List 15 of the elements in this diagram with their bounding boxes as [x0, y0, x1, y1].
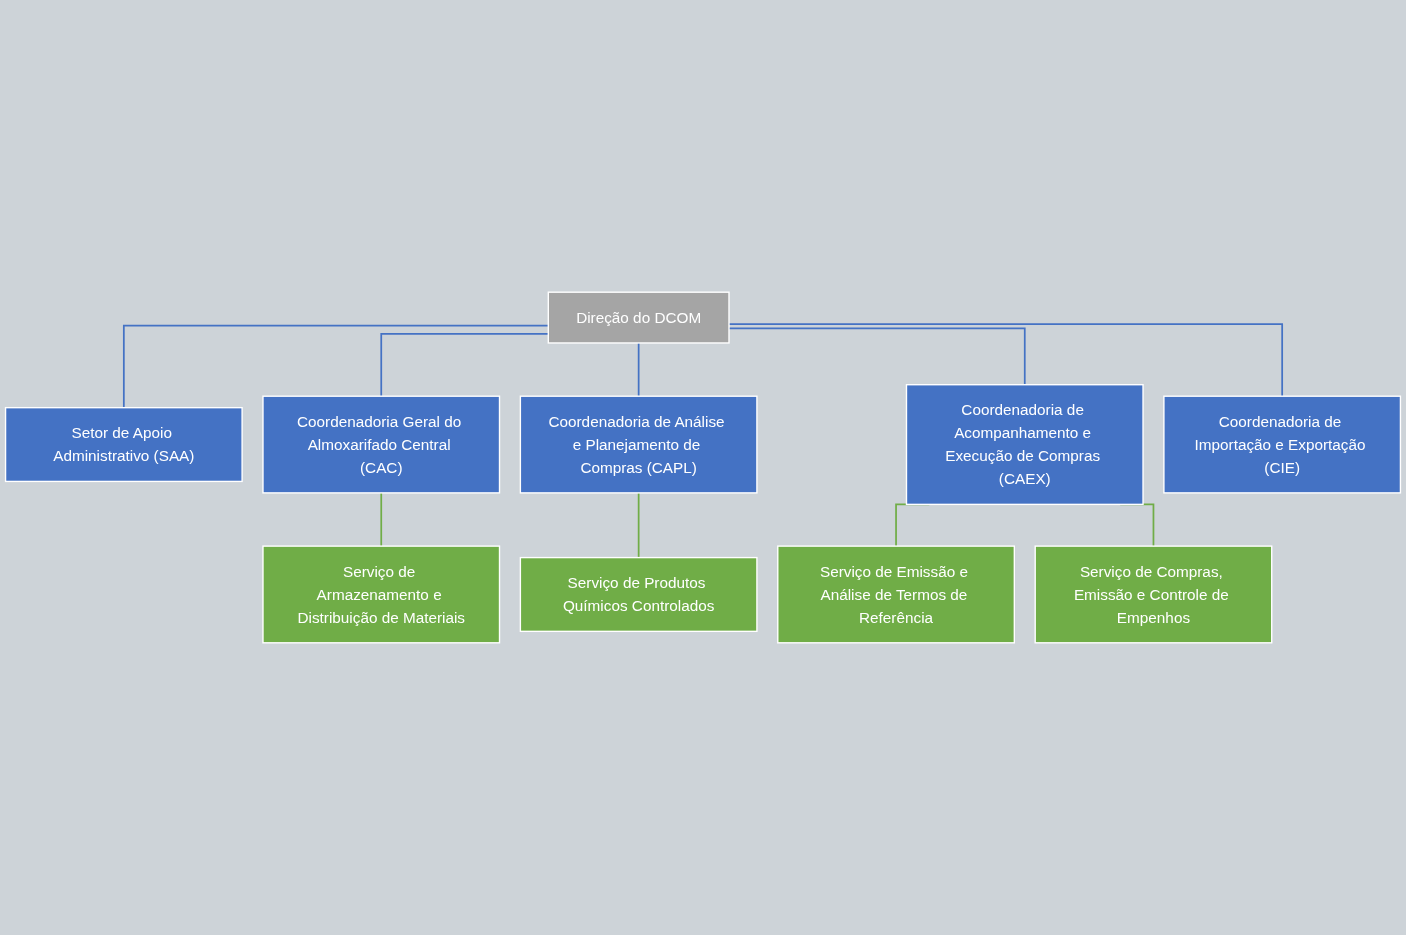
node-box: Serviço de Compras, Emissão e Controle de Empenhos: [1034, 545, 1273, 644]
node-box: Serviço de Emissão e Análise de Termos de Referência: [777, 545, 1015, 644]
connector: [637, 342, 640, 398]
node-box: Serviço de Armazenamento e Distribuição de Materiais: [262, 545, 501, 644]
node-box: Serviço de Produtos Químicos Controlados: [519, 556, 758, 633]
node-box: Coordenadoria Geral do Almoxarifado Central (CAC): [262, 395, 501, 494]
node-box: Setor de Apoio Administrativo (SAA): [4, 406, 243, 483]
connector: [380, 492, 383, 547]
node-box: Coordenadoria de Importação e Exportação (CIE): [1163, 395, 1402, 494]
connector: [728, 327, 1026, 386]
node-box: Coordenadoria de Análise e Planejamento de Compras (CAPL): [519, 395, 758, 494]
node-box: Coordenadoria de Acompanhamento e Execução de Compras (CAEX): [905, 384, 1144, 506]
node-box: Direção do DCOM: [547, 291, 730, 344]
connector: [728, 323, 1284, 398]
connector: [637, 492, 640, 559]
